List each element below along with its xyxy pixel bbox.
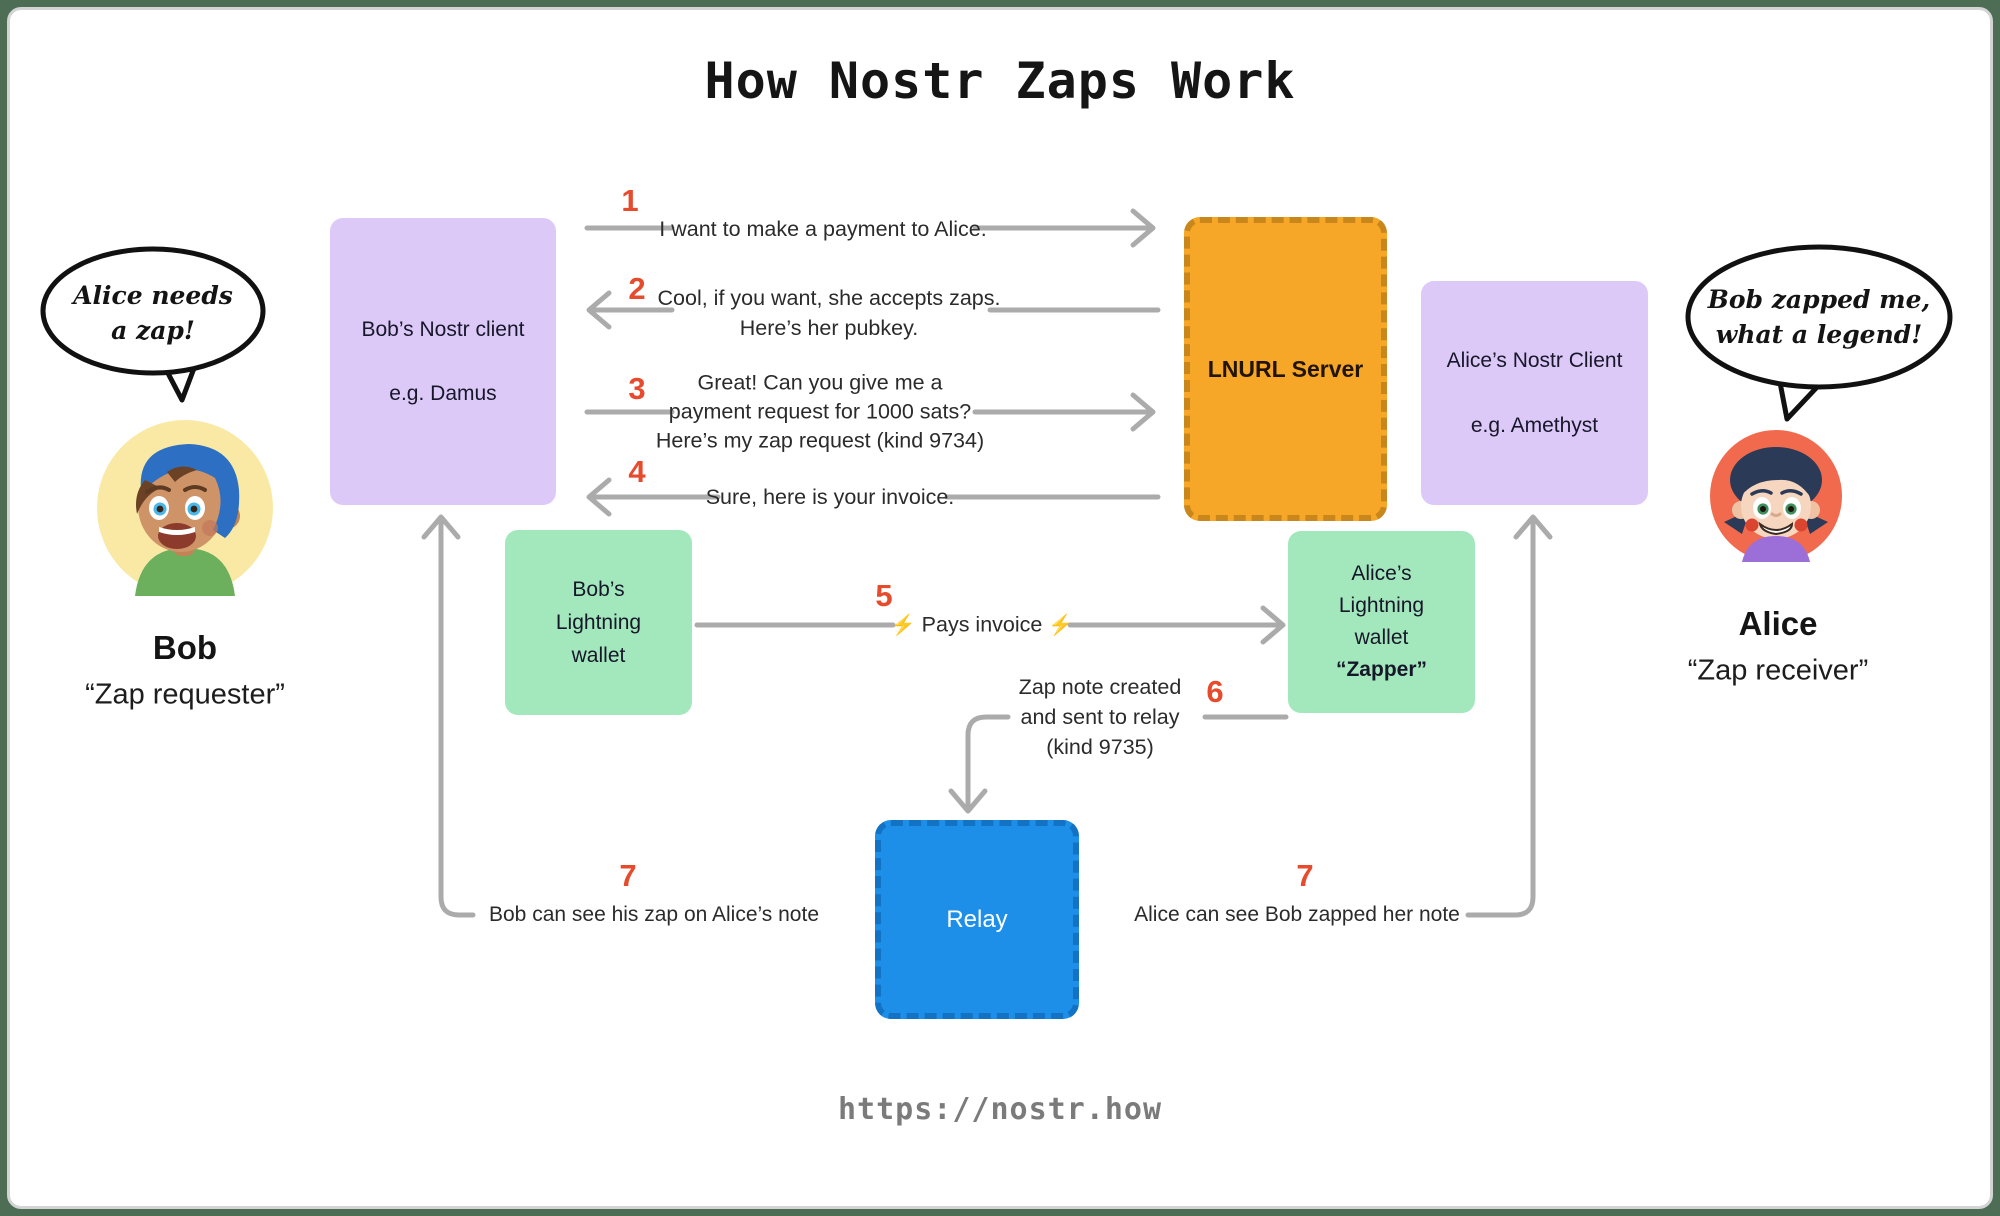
footer-url: https://nostr.how xyxy=(837,1092,1163,1127)
step-number-7-right: 7 xyxy=(1296,858,1314,893)
step-3-line3: Here’s my zap request (kind 9734) xyxy=(655,428,985,453)
step-7-right-message: Alice can see Bob zapped her note xyxy=(1134,903,1460,926)
bob-wallet-line1: Bob’s xyxy=(572,578,625,601)
step-6-line2: and sent to relay xyxy=(1020,705,1180,729)
alice-wallet-line3: wallet xyxy=(1354,626,1409,649)
relay-label: Relay xyxy=(946,906,1008,933)
diagram-card-background xyxy=(7,7,1993,1209)
step-6-line3: (kind 9735) xyxy=(1046,735,1154,759)
alice-role: “Zap receiver” xyxy=(1687,654,1869,687)
alice-wallet-zapper-label: “Zapper” xyxy=(1335,658,1427,681)
alice-wallet-line1: Alice’s xyxy=(1351,562,1412,585)
box-bob-nostr-client: Bob’s Nostr client e.g. Damus xyxy=(330,218,556,505)
step-3-line1: Great! Can you give me a xyxy=(697,370,943,395)
page-title: How Nostr Zaps Work xyxy=(704,52,1296,110)
lightning-bolt-icon: ⚡ xyxy=(890,614,916,637)
step-2-line2: Here’s her pubkey. xyxy=(739,316,919,340)
step-number-1: 1 xyxy=(621,183,639,218)
step-1-message: I want to make a payment to Alice. xyxy=(659,217,987,241)
bob-avatar xyxy=(97,420,273,601)
alice-wallet-line2: Lightning xyxy=(1338,594,1425,617)
step-number-4: 4 xyxy=(628,454,646,489)
alice-name: Alice xyxy=(1738,605,1818,642)
bob-wallet-line3: wallet xyxy=(571,644,626,667)
bob-bubble-line2: a zap! xyxy=(111,316,195,345)
step-number-6: 6 xyxy=(1206,674,1224,709)
step-number-5: 5 xyxy=(875,578,893,613)
box-alice-lightning-wallet: Alice’s Lightning wallet “Zapper” xyxy=(1288,531,1475,713)
alice-client-line2: e.g. Amethyst xyxy=(1470,414,1599,437)
step-4-message: Sure, here is your invoice. xyxy=(705,485,955,509)
step-number-3: 3 xyxy=(628,371,646,406)
step-number-2: 2 xyxy=(628,271,646,306)
step-2-line1: Cool, if you want, she accepts zaps. xyxy=(657,286,1001,310)
bob-bubble-text: Alice needs a zap! xyxy=(73,278,233,348)
alice-bubble-line2: what a legend! xyxy=(1715,320,1923,349)
step-3-line2: payment request for 1000 sats? xyxy=(668,399,972,424)
bob-bubble-line1: Alice needs xyxy=(73,281,233,310)
step-3-message: Great! Can you give me a payment request… xyxy=(656,369,984,456)
bob-name: Bob xyxy=(152,629,218,666)
step-2-message: Cool, if you want, she accepts zaps. Her… xyxy=(658,283,1001,343)
bob-client-line2: e.g. Damus xyxy=(389,382,497,405)
step-7-left-message: Bob can see his zap on Alice’s note xyxy=(488,903,820,926)
alice-client-line1: Alice’s Nostr Client xyxy=(1446,349,1623,372)
box-relay: Relay xyxy=(875,820,1079,1019)
alice-bubble-text: Bob zapped me, what a legend! xyxy=(1708,282,1931,352)
box-bob-lightning-wallet: Bob’s Lightning wallet xyxy=(505,530,692,715)
lnurl-server-label: LNURL Server xyxy=(1207,355,1364,382)
box-alice-nostr-client: Alice’s Nostr Client e.g. Amethyst xyxy=(1421,281,1648,505)
step-5-message: ⚡Pays invoice⚡ xyxy=(885,610,1080,641)
alice-bubble-line1: Bob zapped me, xyxy=(1707,285,1931,314)
bob-role: “Zap requester” xyxy=(85,678,285,711)
step-6-message: Zap note created and sent to relay (kind… xyxy=(1019,672,1182,762)
alice-avatar xyxy=(1710,430,1842,567)
box-lnurl-server: LNURL Server xyxy=(1184,217,1387,521)
step-6-line1: Zap note created xyxy=(1018,675,1182,699)
bob-client-line1: Bob’s Nostr client xyxy=(361,318,525,341)
bob-wallet-line2: Lightning xyxy=(555,611,642,634)
step-number-7-left: 7 xyxy=(619,858,637,893)
step-5-text: Pays invoice xyxy=(921,612,1043,637)
lightning-bolt-icon: ⚡ xyxy=(1048,614,1074,637)
